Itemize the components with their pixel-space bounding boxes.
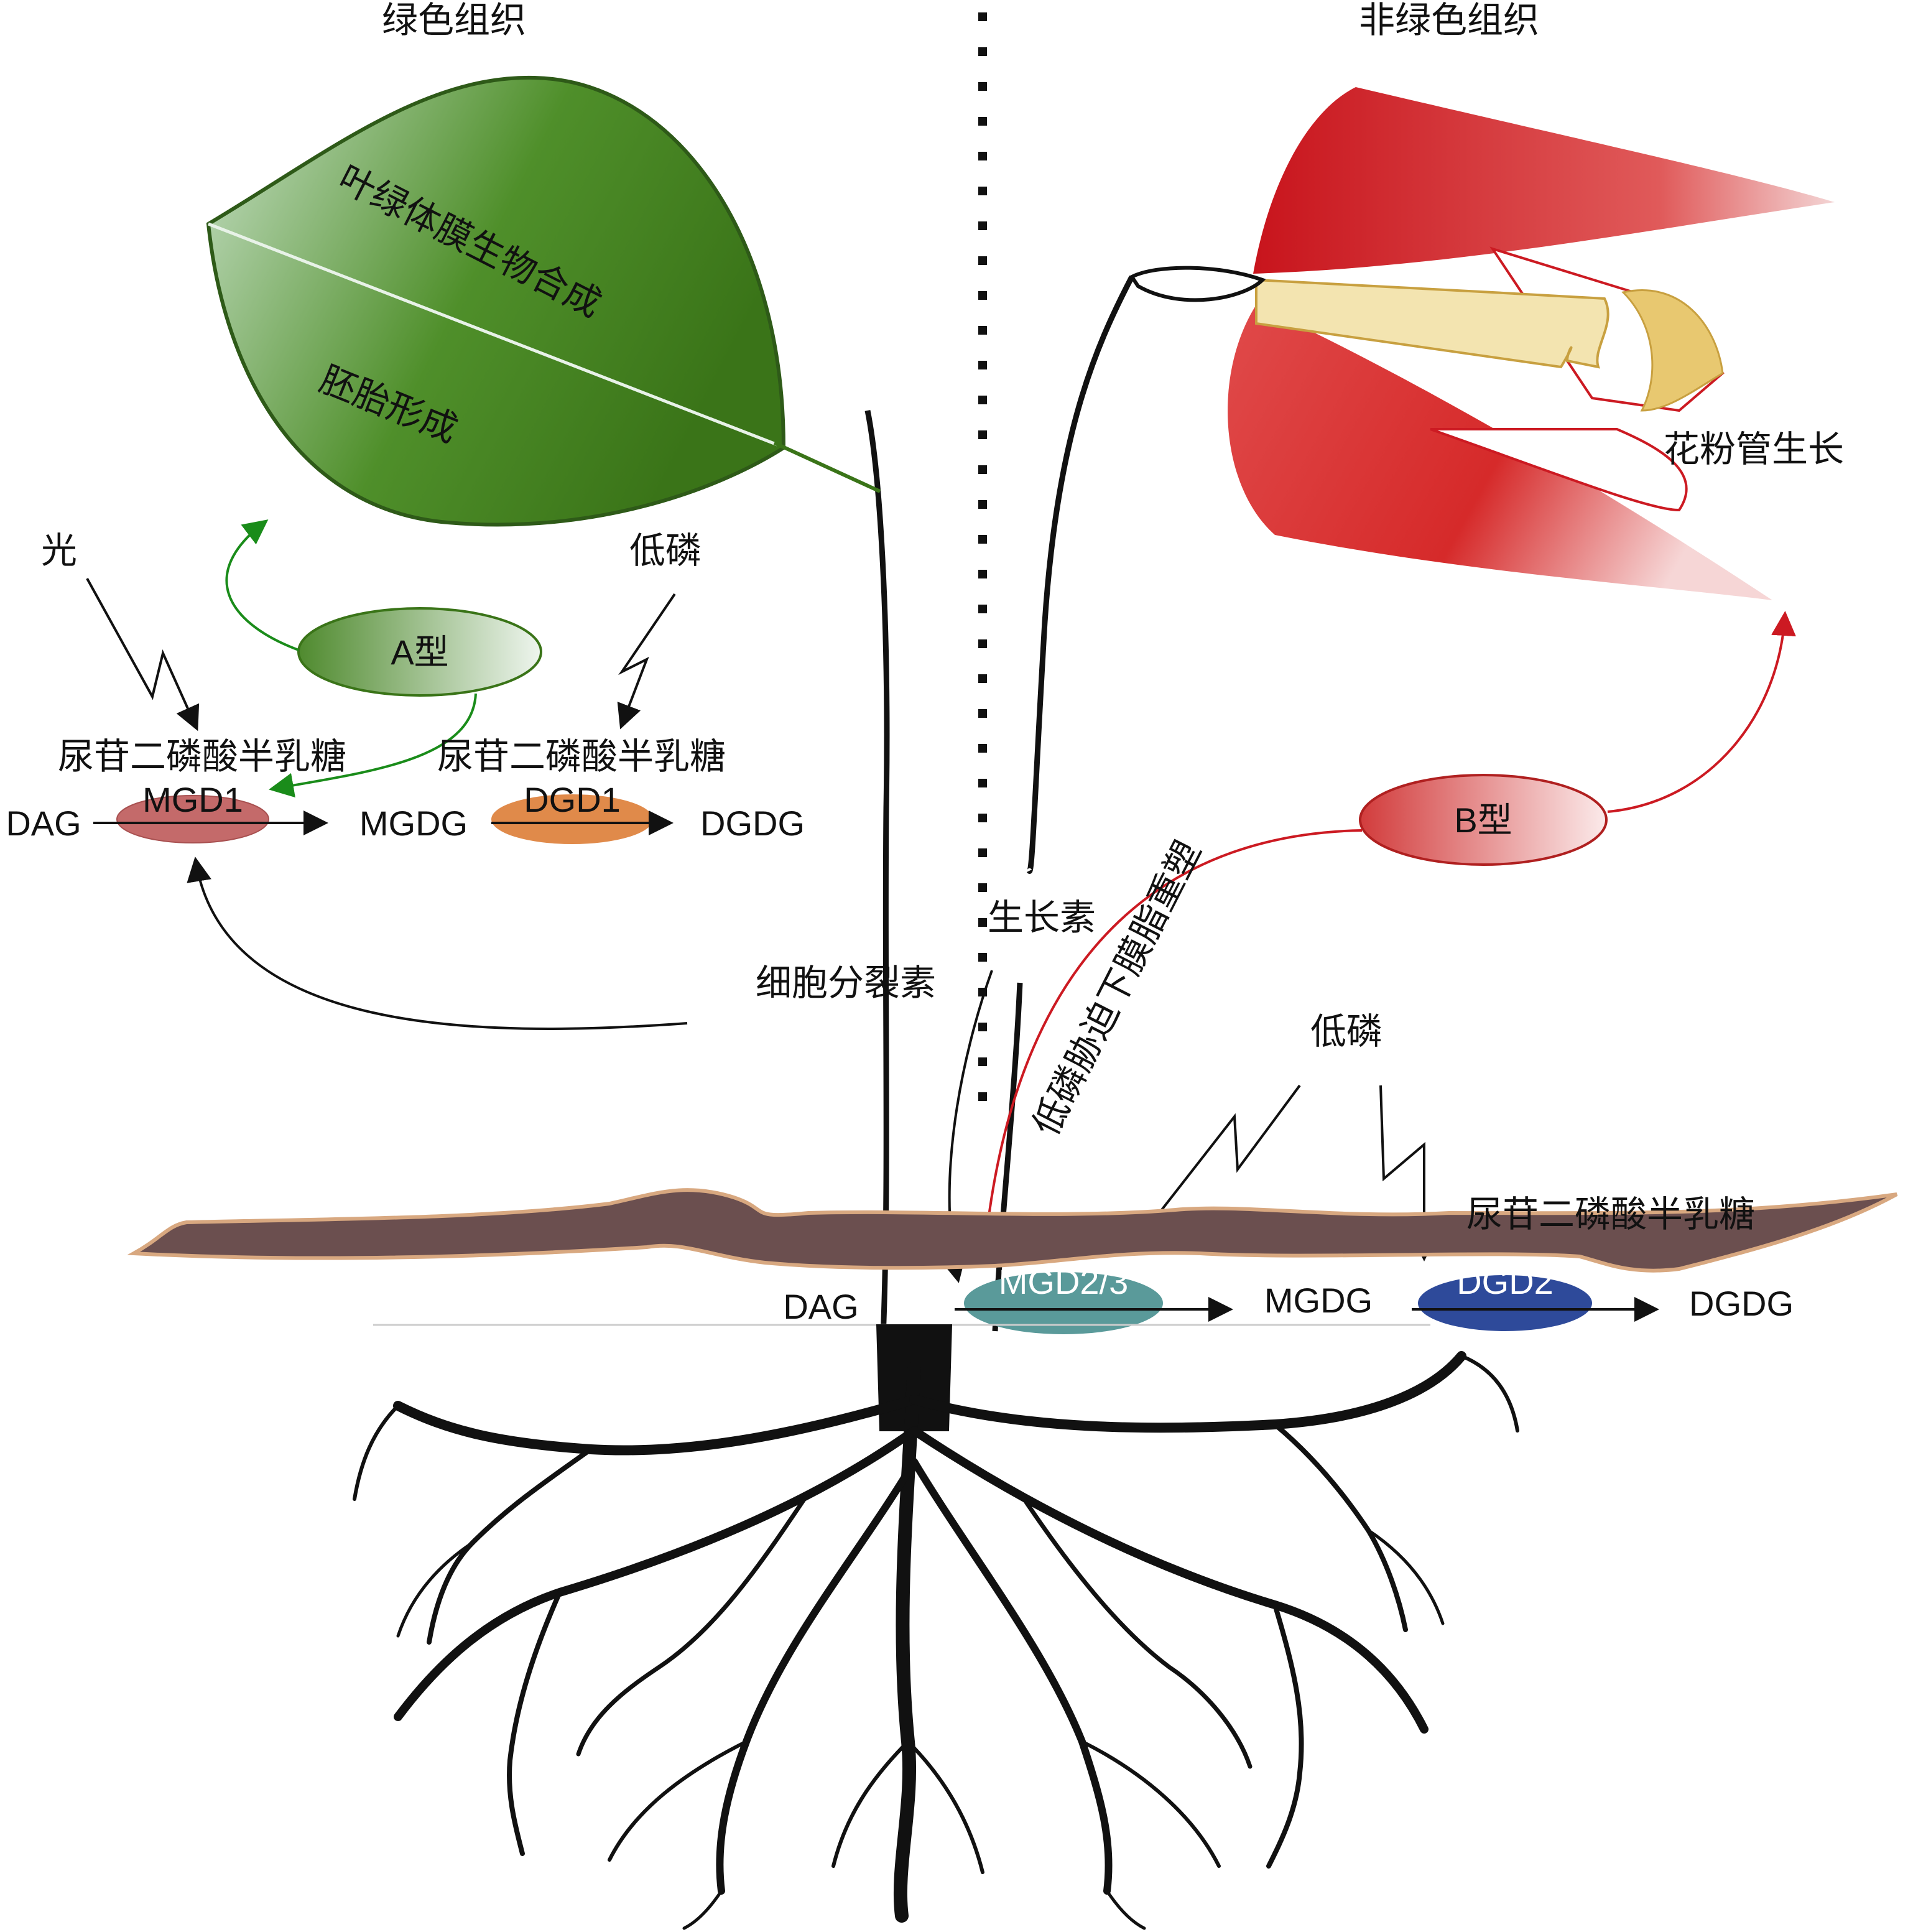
dgd2-enzyme (1418, 1275, 1592, 1331)
mgdg-label-green: MGDG (359, 804, 468, 843)
flower-label-pollen: 花粉管生长 (1664, 428, 1844, 470)
low-phosphate-lightning-arrow-2 (1379, 1085, 1437, 1261)
mgd23-label: MGD2/3 (999, 1262, 1129, 1301)
non-green-tissue-title: 非绿色组织 (1359, 0, 1539, 41)
type-a-label: A型 (391, 633, 448, 672)
dag-label-nongreen: DAG (783, 1287, 858, 1326)
light-label: 光 (41, 529, 77, 572)
mgd1-enzyme (116, 795, 269, 843)
dgd1-enzyme (491, 794, 653, 844)
roots (353, 1324, 1519, 1930)
low-phosphate-lightning-arrow-green (617, 593, 676, 730)
auxin-label: 生长素 (988, 896, 1096, 939)
membrane-remodel-label: 低磷胁迫下膜脂重塑 (1024, 834, 1210, 1142)
low-phosphate-lightning-arrow-1 (1132, 1084, 1301, 1248)
dgdg-label-green: DGDG (700, 804, 805, 843)
low-phosphate-label-green: 低磷 (629, 529, 702, 572)
dgdg-label-nongreen: DGDG (1689, 1284, 1794, 1323)
green-tissue-title: 绿色组织 (382, 0, 526, 41)
leaf (206, 75, 881, 527)
mgd23-enzyme (964, 1272, 1163, 1334)
cytokinin-to-mgd1-arrow (187, 857, 688, 1030)
udp-galactose-label-2: 尿苷二磷酸半乳糖 (437, 735, 726, 778)
type-b-ellipse (1359, 774, 1608, 866)
type-a-to-mgd1-arrow (269, 693, 477, 798)
udp-galactose-label-nongreen: 尿苷二磷酸半乳糖 (1466, 1193, 1755, 1235)
soil-band (127, 1188, 1898, 1273)
type-a-to-leaf-arrow (225, 519, 299, 651)
udp-galactose-label-1: 尿苷二磷酸半乳糖 (58, 735, 346, 778)
plant-stem-left (864, 410, 890, 1338)
light-lightning-arrow (86, 578, 200, 731)
dgd2-label: DGD2 (1456, 1262, 1554, 1301)
type-b-to-mgd23-arrow (975, 829, 1363, 1246)
mgdg-label-nongreen: MGDG (1264, 1281, 1373, 1320)
dgd1-label: DGD1 (524, 780, 621, 819)
flower (1129, 87, 1835, 600)
plant-stem-right (1026, 275, 1134, 874)
dag-label-green: DAG (6, 804, 81, 843)
cytokinin-label: 细胞分裂素 (756, 962, 936, 1004)
type-a-ellipse (297, 607, 542, 697)
type-b-label: B型 (1454, 801, 1512, 840)
type-b-to-flower-arrow (1607, 611, 1796, 813)
low-phosphate-label-nongreen: 低磷 (1310, 1010, 1382, 1052)
mgd1-label: MGD1 (142, 780, 243, 819)
